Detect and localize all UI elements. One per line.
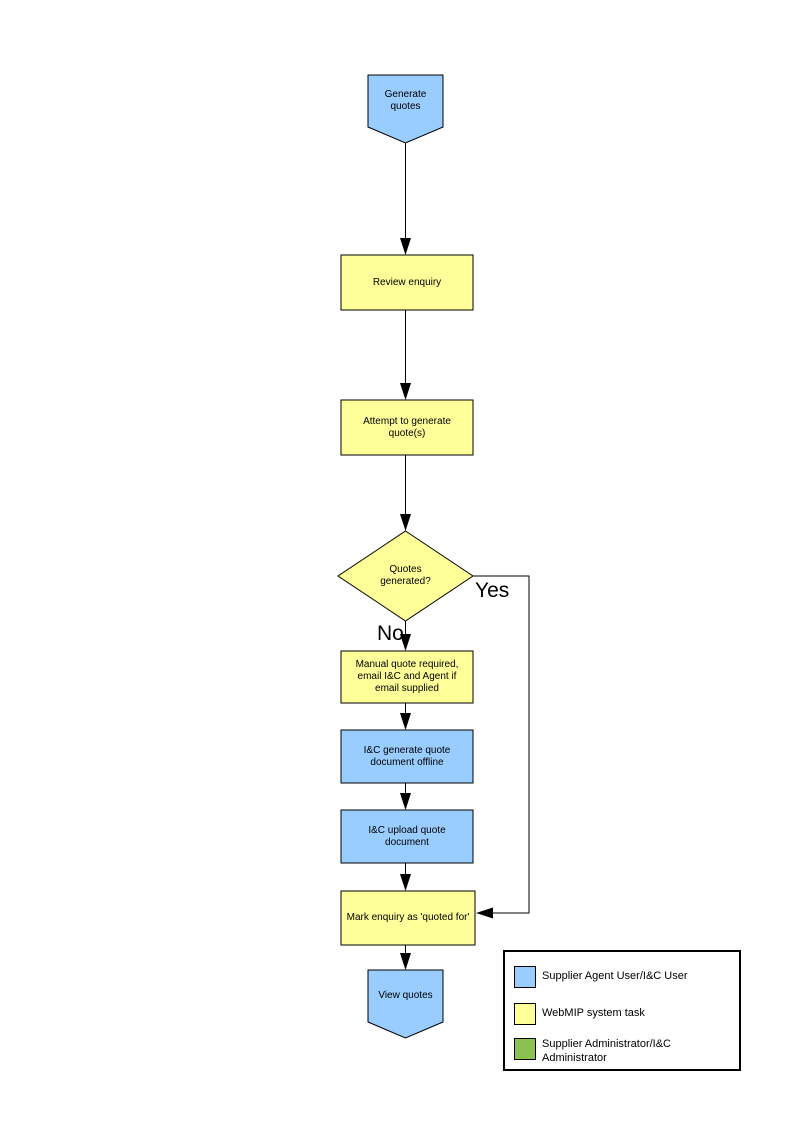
edge-decision-mark-yes <box>473 575 530 914</box>
arrowhead-into-manual <box>400 634 411 651</box>
node-label-quotes-generated: Quotes generated? <box>380 564 431 587</box>
shape-start-pentagon <box>367 74 444 144</box>
shape-decision-diamond <box>337 530 474 622</box>
arrowhead-into-end <box>400 953 411 970</box>
arrowhead-into-mark-right <box>476 907 493 919</box>
arrowhead-into-review <box>400 238 411 255</box>
branch-label-no: No <box>377 622 404 645</box>
legend-swatch-agent-user <box>514 966 536 988</box>
legend-label-agent-user: Supplier Agent User/I&C User <box>542 970 688 982</box>
legend-swatch-administrator <box>514 1038 536 1060</box>
arrowhead-into-decision <box>400 514 411 531</box>
node-label-manual-quote: Manual quote required, email I&C and Age… <box>355 659 459 694</box>
node-label-view-quotes: View quotes <box>378 990 433 1001</box>
arrowhead-into-mark-top <box>400 874 411 891</box>
legend-label-administrator: Supplier Administrator/I&C Administrator <box>542 1038 671 1064</box>
arrowheads <box>400 238 493 970</box>
branch-label-yes: Yes <box>475 579 510 602</box>
legend-label-system-task: WebMIP system task <box>542 1007 645 1019</box>
arrowhead-into-upload <box>400 793 411 810</box>
node-label-mark-enquiry: Mark enquiry as 'quoted for' <box>346 912 470 923</box>
node-label-upload-document: I&C upload quote document <box>368 824 446 848</box>
shape-upload-rect <box>340 809 474 864</box>
shape-attempt-rect <box>340 399 474 456</box>
shape-end-pentagon <box>367 969 444 1039</box>
legend-swatch-system-task <box>514 1003 536 1025</box>
node-label-generate-offline: I&C generate quote document offline <box>363 744 451 768</box>
node-label-attempt-generate: Attempt to generate quote(s) <box>363 415 451 439</box>
shape-review-rect <box>340 254 474 311</box>
shape-offline-rect <box>340 729 474 784</box>
arrowhead-into-offline <box>400 713 411 730</box>
node-label-generate-quotes: Generate quotes <box>384 89 427 112</box>
shape-manual-rect <box>340 650 474 704</box>
node-label-review-enquiry: Review enquiry <box>372 276 442 288</box>
shape-mark-rect <box>340 890 476 946</box>
arrowhead-into-attempt <box>400 383 411 400</box>
legend-box: Supplier Agent User/I&C User WebMIP syst… <box>503 950 741 1071</box>
